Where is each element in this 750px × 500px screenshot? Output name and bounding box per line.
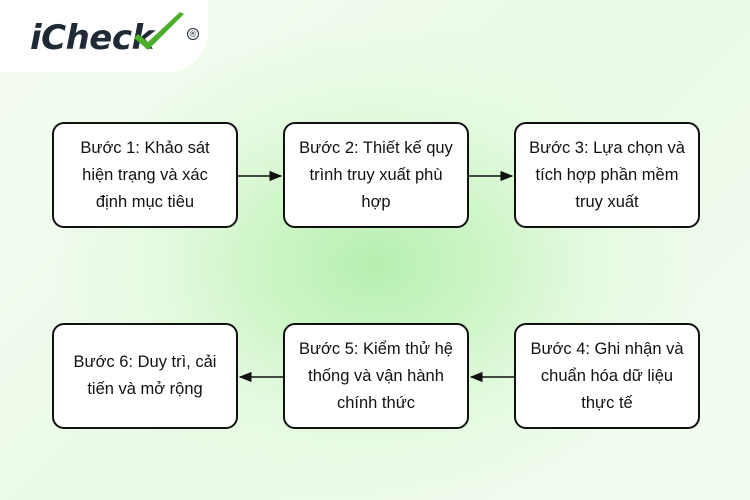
- step-1-box: Bước 1: Khảo sát hiện trạng và xác định …: [52, 122, 238, 228]
- checkmark-icon: [134, 12, 184, 50]
- step-2-label: Bước 2: Thiết kế quy trình truy xuất phù…: [299, 138, 453, 211]
- logo-text: iCheck: [30, 18, 154, 58]
- step-6-label: Bước 6: Duy trì, cải tiến và mở rộng: [73, 353, 217, 398]
- icheck-logo: iCheck ®: [30, 12, 199, 58]
- step-1-label: Bước 1: Khảo sát hiện trạng và xác định …: [80, 138, 210, 211]
- step-5-label: Bước 5: Kiểm thử hệ thống và vận hành ch…: [299, 339, 453, 412]
- step-4-label: Bước 4: Ghi nhận và chuẩn hóa dữ liệu th…: [530, 339, 684, 412]
- step-4-box: Bước 4: Ghi nhận và chuẩn hóa dữ liệu th…: [514, 323, 700, 429]
- step-3-label: Bước 3: Lựa chọn và tích hợp phần mềm tr…: [529, 138, 685, 211]
- step-6-box: Bước 6: Duy trì, cải tiến và mở rộng: [52, 323, 238, 429]
- logo-panel: iCheck ®: [0, 0, 208, 72]
- registered-mark: ®: [187, 28, 199, 40]
- step-5-box: Bước 5: Kiểm thử hệ thống và vận hành ch…: [283, 323, 469, 429]
- step-2-box: Bước 2: Thiết kế quy trình truy xuất phù…: [283, 122, 469, 228]
- step-3-box: Bước 3: Lựa chọn và tích hợp phần mềm tr…: [514, 122, 700, 228]
